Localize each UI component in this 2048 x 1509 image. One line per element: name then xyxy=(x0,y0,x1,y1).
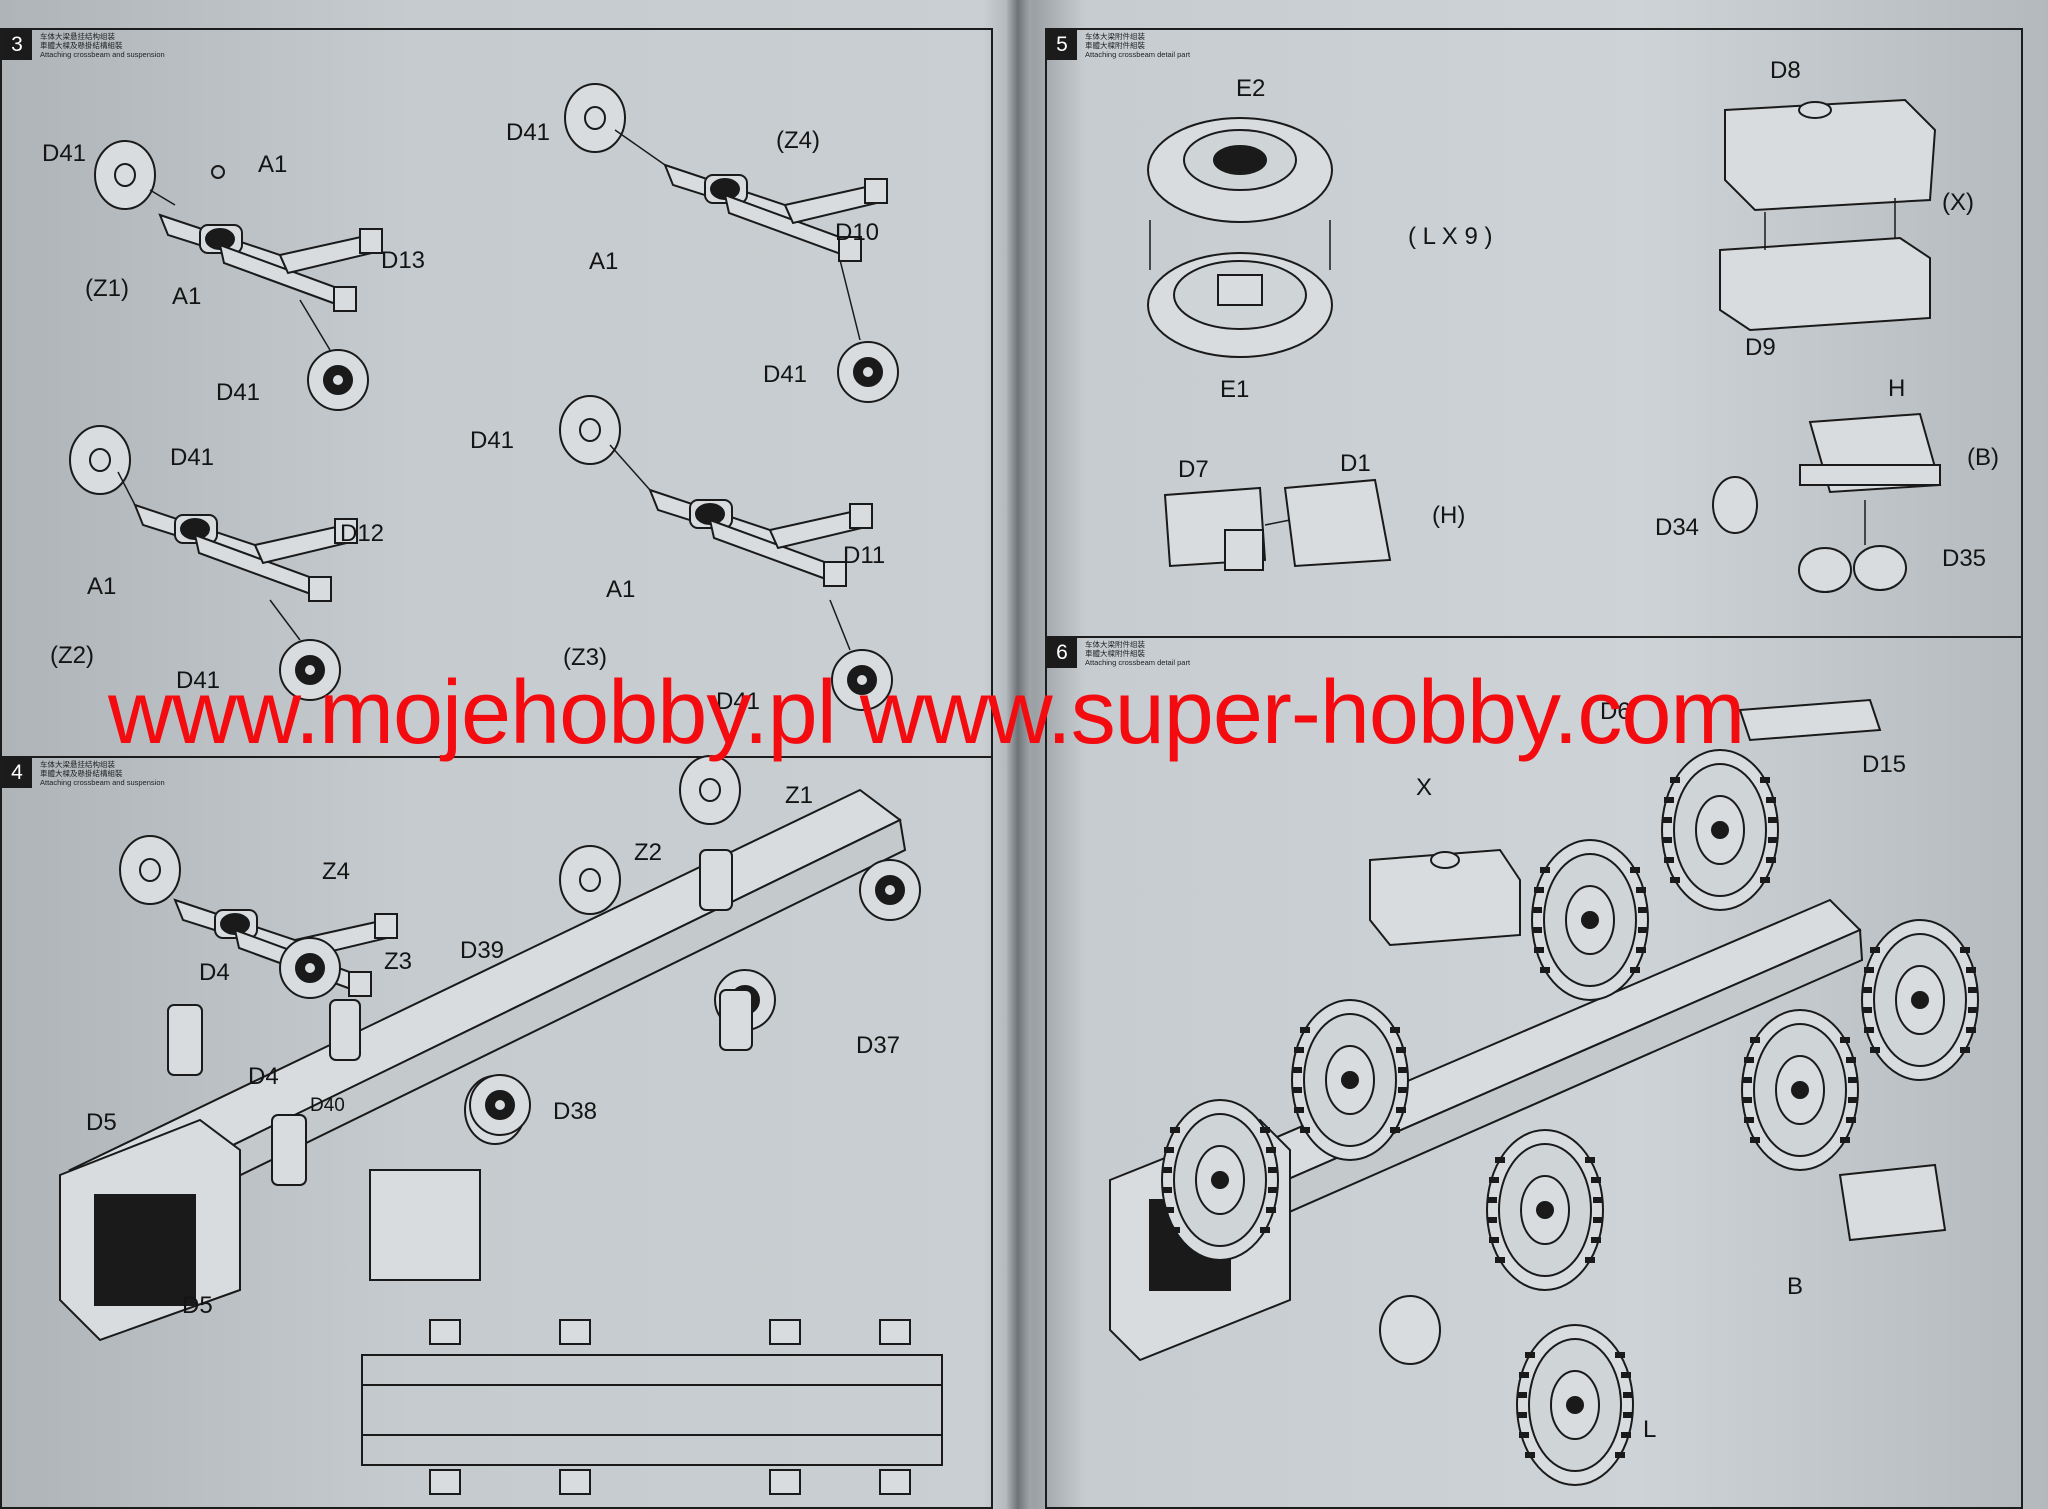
step-title-cn-1: 车体大梁悬挂结构组装 xyxy=(40,32,115,41)
watermark-text: www.mojehobby.pl www.super-hobby.com xyxy=(108,663,1745,763)
z3-assembly xyxy=(559,395,893,711)
label-e1: E1 xyxy=(1220,376,1250,403)
label-z4-d41-top: D41 xyxy=(506,119,551,146)
z4-assembly xyxy=(564,83,899,403)
step-number: 3 xyxy=(2,30,32,60)
step-title-en: Attaching crossbeam detail part xyxy=(1085,658,1191,667)
step-title-cn-2: 車體大樑附件組裝 xyxy=(1085,649,1145,658)
label-z1-a1-low: A1 xyxy=(172,283,202,310)
label-l: L xyxy=(1643,1416,1657,1443)
step-title-cn-1: 车体大梁悬挂结构组装 xyxy=(40,760,115,769)
label-d4-b: D4 xyxy=(248,1063,279,1090)
step-title-cn-1: 车体大梁附件组装 xyxy=(1085,32,1145,41)
label-d38: D38 xyxy=(553,1098,598,1125)
label-d40: D40 xyxy=(310,1095,345,1116)
label-d4-a: D4 xyxy=(199,959,230,986)
page-gutter xyxy=(1006,0,1030,1509)
z1-assembly xyxy=(94,140,383,411)
label-tyre-quantity: ( L X 9 ) xyxy=(1408,223,1493,250)
step-title-cn-2: 車體大樑及懸掛結構組裝 xyxy=(40,41,123,50)
label-z4-a1: A1 xyxy=(589,248,619,275)
h-bracket-assembly xyxy=(1163,478,1392,571)
fuel-tank-assembly xyxy=(1719,98,1937,332)
label-d5-b: D5 xyxy=(182,1292,213,1319)
label-d6: D6 xyxy=(1600,698,1631,725)
label-z3-d41-top: D41 xyxy=(470,427,515,454)
label-e2: E2 xyxy=(1236,75,1266,102)
label-d15: D15 xyxy=(1862,751,1907,778)
label-z4-d41-low: D41 xyxy=(763,361,808,388)
label-d37: D37 xyxy=(856,1032,901,1059)
chassis-assembly xyxy=(59,755,943,1495)
label-z1-name: (Z1) xyxy=(85,275,129,302)
battery-box-assembly xyxy=(1712,412,1942,593)
label-z2-name: (Z2) xyxy=(50,642,94,669)
label-z2: Z2 xyxy=(634,839,663,866)
label-h-group: (H) xyxy=(1432,502,1466,529)
label-d39: D39 xyxy=(460,937,505,964)
step-title-en: Attaching crossbeam detail part xyxy=(1085,50,1191,59)
step-title: 车体大梁附件组装 車體大樑附件組裝 Attaching crossbeam de… xyxy=(1085,640,1190,667)
label-z3: Z3 xyxy=(384,948,413,975)
z2-assembly xyxy=(69,425,358,701)
step-4-panel: 4 车体大梁悬挂结构组装 車體大樑及懸掛結構組裝 Attaching cross… xyxy=(0,756,993,1509)
label-z2-d41-top: D41 xyxy=(170,444,215,471)
label-z2-d12: D12 xyxy=(340,520,385,547)
label-z2-a1: A1 xyxy=(87,573,117,600)
label-b-group: (B) xyxy=(1967,444,1999,471)
step-number: 6 xyxy=(1047,638,1077,668)
step-6-panel: 6 车体大梁附件组装 車體大樑附件組裝 Attaching crossbeam … xyxy=(1045,636,2023,1509)
label-z3-d11: D11 xyxy=(843,542,886,569)
label-b: B xyxy=(1787,1273,1804,1300)
label-z1-d41-top: D41 xyxy=(42,140,87,167)
step-title: 车体大梁悬挂结构组装 車體大樑及懸掛結構組裝 Attaching crossbe… xyxy=(40,32,165,59)
label-z1-a1-top: A1 xyxy=(258,151,288,178)
label-z1-d41-low: D41 xyxy=(216,379,261,406)
step-title-en: Attaching crossbeam and suspension xyxy=(40,778,165,787)
step-title-en: Attaching crossbeam and suspension xyxy=(40,50,165,59)
label-d35: D35 xyxy=(1942,545,1987,572)
label-z1-d13: D13 xyxy=(381,247,426,274)
truck-chassis-assembly xyxy=(1109,698,1978,1485)
label-z3-name: (Z3) xyxy=(563,644,607,671)
label-x: X xyxy=(1416,774,1433,801)
label-z4: Z4 xyxy=(322,858,351,885)
step-title: 车体大梁悬挂结构组装 車體大樑及懸掛結構組裝 Attaching crossbe… xyxy=(40,760,165,787)
label-z1: Z1 xyxy=(785,782,814,809)
step-title: 车体大梁附件组装 車體大樑附件組裝 Attaching crossbeam de… xyxy=(1085,32,1190,59)
label-z4-d10: D10 xyxy=(835,219,880,246)
label-d7: D7 xyxy=(1178,456,1209,483)
label-z2-d41-low: D41 xyxy=(176,667,221,694)
label-z3-d41-low: D41 xyxy=(716,688,761,715)
label-d34: D34 xyxy=(1655,514,1700,541)
step-title-cn-2: 車體大樑附件組裝 xyxy=(1085,41,1145,50)
step-number: 5 xyxy=(1047,30,1077,60)
tyre-assembly xyxy=(1147,117,1333,358)
step-title-cn-2: 車體大樑及懸掛結構組裝 xyxy=(40,769,123,778)
label-d9: D9 xyxy=(1745,334,1776,361)
label-d8: D8 xyxy=(1770,57,1801,84)
label-z3-a1: A1 xyxy=(606,576,636,603)
step-number: 4 xyxy=(2,758,32,788)
label-x-group: (X) xyxy=(1942,189,1974,216)
label-h-part: H xyxy=(1888,375,1906,402)
label-d1: D1 xyxy=(1340,450,1371,477)
step-title-cn-1: 车体大梁附件组装 xyxy=(1085,640,1145,649)
label-z4-name: (Z4) xyxy=(776,127,820,154)
label-d5-a: D5 xyxy=(86,1109,117,1136)
